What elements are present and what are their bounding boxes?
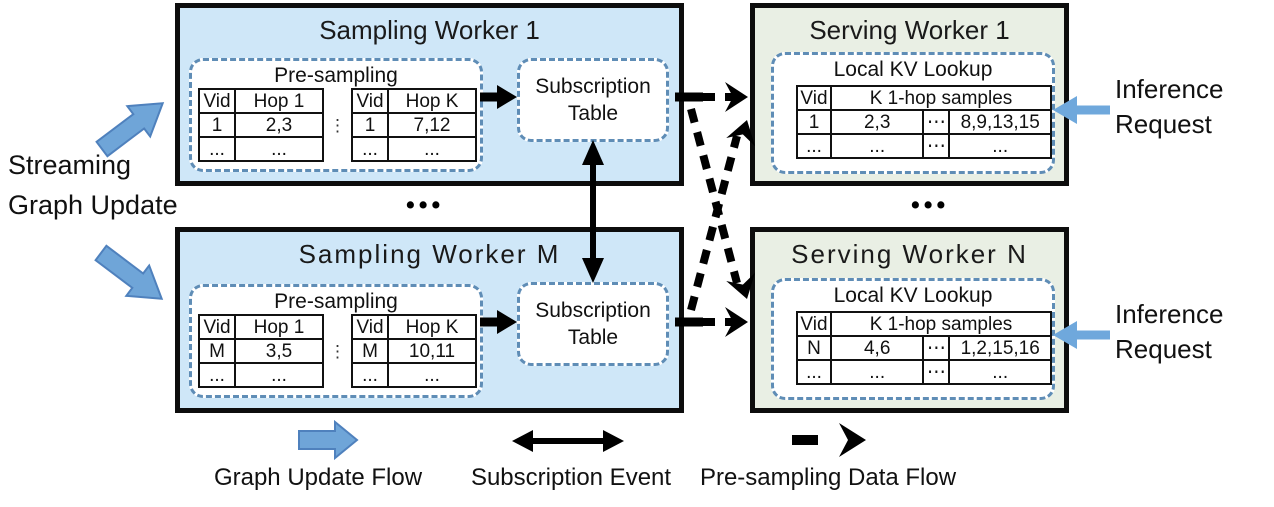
legend-subscription-event-icon — [512, 430, 624, 452]
kv-table: Vid K 1-hop samples N 4,6 ⋯ 1,2,15,16 ..… — [796, 311, 1053, 385]
subscription-label-line2: Table — [567, 102, 619, 125]
hop1-table: Vid Hop 1 M 3,5 ... ... — [198, 314, 324, 388]
table-cell: N — [796, 335, 832, 361]
inference-label-line1: Inference — [1115, 74, 1224, 104]
table-cell: ... — [351, 362, 389, 388]
presampling-label: Pre-sampling — [274, 290, 398, 313]
inference-label-line2: Request — [1115, 334, 1212, 364]
vid-header: Vid — [351, 88, 389, 114]
table-cell: ... — [796, 359, 832, 385]
presampling-dataflow-arrows — [675, 82, 756, 337]
sampling-worker-1-box: Sampling Worker 1 Pre-sampling Vid Hop 1… — [175, 3, 684, 186]
table-cell: ... — [387, 136, 477, 162]
presampling-tables: Vid Hop 1 M 3,5 ... ... ⋮ Vid — [198, 314, 477, 388]
sampling-workers-ellipsis: ••• — [406, 191, 445, 219]
legend-subscription-event: Subscription Event — [470, 464, 672, 491]
subscription-label-line1: Subscription — [535, 299, 651, 322]
presampling-label: Pre-sampling — [274, 64, 398, 87]
kv-table: Vid K 1-hop samples 1 2,3 ⋯ 8,9,13,15 ..… — [796, 85, 1053, 159]
table-cell: 4,6 — [829, 335, 925, 361]
samples-header: K 1-hop samples — [829, 85, 1053, 111]
hopk-header: Hop K — [387, 88, 477, 114]
serving-worker-1-box: Serving Worker 1 Local KV Lookup Vid K 1… — [750, 3, 1069, 186]
legend-graph-update-flow-icon — [298, 419, 359, 461]
hop1-header: Hop 1 — [234, 314, 324, 340]
vertical-ellipsis: ⋮ — [329, 341, 346, 361]
local-kv-lookup-panel-n: Local KV Lookup Vid K 1-hop samples N 4,… — [771, 278, 1055, 400]
presampling-panel-m: Pre-sampling Vid Hop 1 M 3,5 ... ... — [189, 284, 483, 398]
table-cell: 1,2,15,16 — [948, 335, 1052, 361]
vid-header: Vid — [796, 85, 832, 111]
table-cell: ... — [198, 136, 236, 162]
table-cell: ... — [198, 362, 236, 388]
vid-header: Vid — [796, 311, 832, 337]
dataflow-head-sm-to-svn — [725, 307, 748, 337]
subscription-label-line1: Subscription — [535, 75, 651, 98]
table-cell: 3,5 — [234, 338, 324, 364]
table-cell: ... — [948, 133, 1052, 159]
table-cell: ... — [829, 359, 925, 385]
streaming-graph-update-label: Streaming Graph Update — [8, 145, 178, 225]
table-cell: ⋯ — [922, 335, 951, 361]
hop1-header: Hop 1 — [234, 88, 324, 114]
table-cell: 7,12 — [387, 112, 477, 138]
inference-label-line1: Inference — [1115, 299, 1224, 329]
vid-header: Vid — [351, 314, 389, 340]
table-cell: ... — [234, 136, 324, 162]
hopk-table: Vid Hop K 1 7,12 ... ... — [351, 88, 477, 162]
sampling-worker-m-title: Sampling Worker M — [298, 239, 561, 269]
serving-worker-n-box: Serving Worker N Local KV Lookup Vid K 1… — [750, 227, 1069, 413]
sampling-worker-1-title: Sampling Worker 1 — [319, 15, 540, 45]
table-cell: M — [198, 338, 236, 364]
legend-graph-update-flow: Graph Update Flow — [213, 464, 423, 491]
vid-header: Vid — [198, 88, 236, 114]
table-cell: ... — [829, 133, 925, 159]
table-cell: ... — [796, 133, 832, 159]
table-cell: ⋯ — [922, 109, 951, 135]
streaming-label-line1: Streaming — [8, 150, 132, 180]
table-cell: M — [351, 338, 389, 364]
table-cell: 2,3 — [829, 109, 925, 135]
inference-request-label-1: Inference Request — [1115, 72, 1223, 142]
samples-header: K 1-hop samples — [829, 311, 1053, 337]
hopk-table: Vid Hop K M 10,11 ... ... — [351, 314, 477, 388]
inference-label-line2: Request — [1115, 109, 1212, 139]
subscription-label-line2: Table — [567, 326, 619, 349]
inference-request-label-n: Inference Request — [1115, 297, 1223, 367]
legend-presampling-data-flow: Pre-sampling Data Flow — [699, 464, 957, 491]
sampling-worker-m-box: Sampling Worker M Pre-sampling Vid Hop 1… — [175, 227, 684, 413]
hop1-table: Vid Hop 1 1 2,3 ... ... — [198, 88, 324, 162]
table-cell: 2,3 — [234, 112, 324, 138]
streaming-label-line2: Graph Update — [8, 190, 178, 220]
subscription-table-panel-1: Subscription Table — [517, 58, 669, 142]
serving-worker-n-title: Serving Worker N — [791, 239, 1028, 269]
graph-update-arrow-bottom — [94, 244, 164, 300]
local-kv-lookup-label: Local KV Lookup — [833, 58, 993, 81]
table-cell: ... — [351, 136, 389, 162]
local-kv-lookup-panel-1: Local KV Lookup Vid K 1-hop samples 1 2,… — [771, 52, 1055, 174]
subscription-table-panel-m: Subscription Table — [517, 282, 669, 366]
table-cell: ... — [234, 362, 324, 388]
table-cell: ⋯ — [922, 133, 951, 159]
legend-presampling-data-flow-icon — [792, 423, 866, 457]
hopk-header: Hop K — [387, 314, 477, 340]
local-kv-lookup-label: Local KV Lookup — [833, 284, 993, 307]
vertical-ellipsis: ⋮ — [329, 115, 346, 135]
presampling-tables: Vid Hop 1 1 2,3 ... ... ⋮ Vid — [198, 88, 477, 162]
table-cell: ... — [387, 362, 477, 388]
table-cell: ... — [948, 359, 1052, 385]
serving-workers-ellipsis: ••• — [911, 191, 950, 219]
vid-header: Vid — [198, 314, 236, 340]
table-cell: 10,11 — [387, 338, 477, 364]
table-cell: 1 — [198, 112, 236, 138]
table-cell: ⋯ — [922, 359, 951, 385]
table-cell: 1 — [796, 109, 832, 135]
serving-worker-1-title: Serving Worker 1 — [809, 15, 1010, 45]
table-cell: 8,9,13,15 — [948, 109, 1052, 135]
dataflow-head-s1-to-sv1 — [725, 82, 748, 112]
presampling-panel-1: Pre-sampling Vid Hop 1 1 2,3 ... ... — [189, 58, 483, 172]
table-cell: 1 — [351, 112, 389, 138]
